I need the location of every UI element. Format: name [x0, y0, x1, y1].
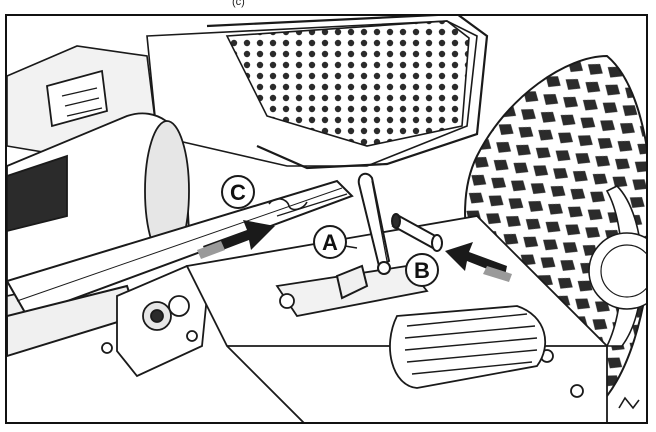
release-lever	[335, 172, 391, 300]
callout-a: A	[313, 225, 358, 259]
foot-pedal	[389, 305, 546, 389]
callout-b-label: B	[414, 258, 430, 283]
hitch-hook	[268, 193, 348, 217]
arrow-c-icon	[197, 220, 275, 259]
perforated-deck	[206, 16, 489, 170]
top-label-text: (c)	[232, 0, 245, 8]
callout-c-label: C	[230, 180, 246, 205]
mower-hitch-diagram: A B C	[7, 16, 646, 422]
hitch-pin	[391, 213, 443, 252]
callout-c: C	[221, 175, 255, 209]
top-cropped-label: (c)	[0, 0, 656, 14]
brand-mark	[618, 396, 640, 410]
arrow-b-icon	[445, 242, 512, 282]
callout-a-label: A	[322, 230, 338, 255]
hitch-bracket	[101, 264, 208, 378]
callout-b: B	[405, 253, 439, 287]
diagram-frame: A B C	[5, 14, 648, 424]
